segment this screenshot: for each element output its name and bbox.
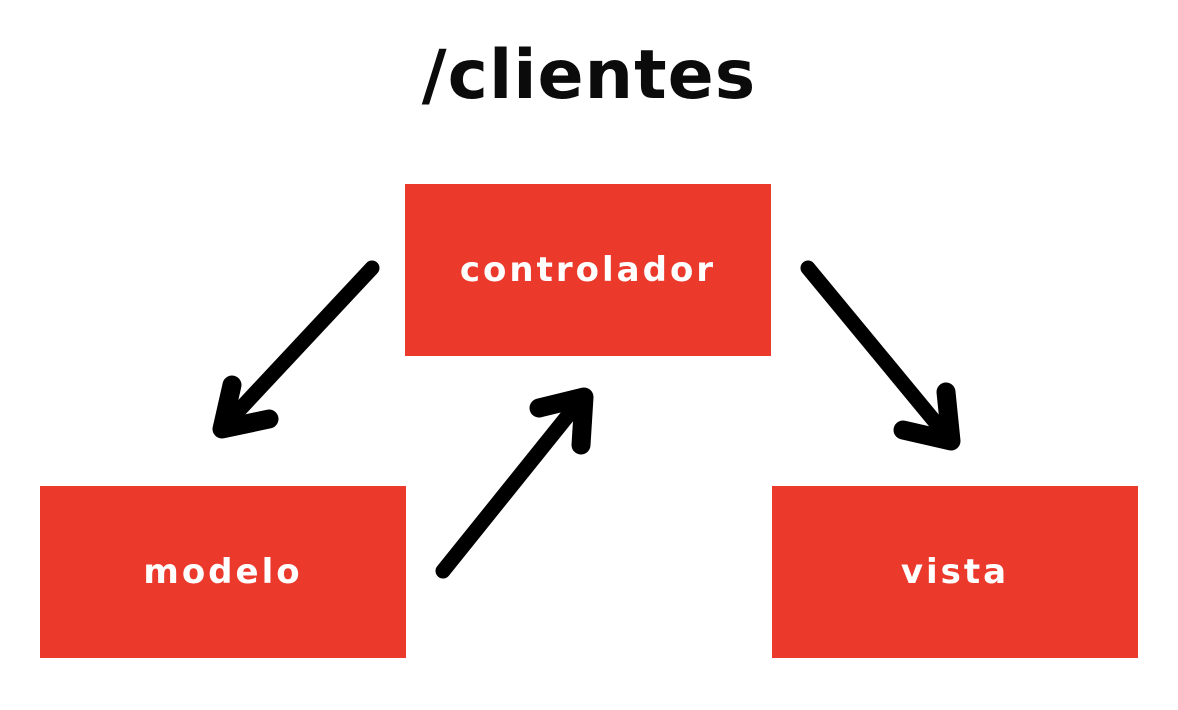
box-controlador: controlador: [405, 184, 771, 356]
arrow-modelo-to-controlador: [435, 387, 594, 579]
arrow-controlador-to-modelo: [212, 260, 380, 439]
diagram-title: /clientes: [421, 36, 757, 115]
box-vista: vista: [772, 486, 1138, 658]
box-controlador-label: controlador: [459, 250, 717, 290]
arrow-controlador-to-vista: [800, 260, 961, 451]
box-modelo-label: modelo: [143, 552, 303, 592]
box-modelo: modelo: [40, 486, 406, 658]
box-vista-label: vista: [900, 552, 1010, 592]
